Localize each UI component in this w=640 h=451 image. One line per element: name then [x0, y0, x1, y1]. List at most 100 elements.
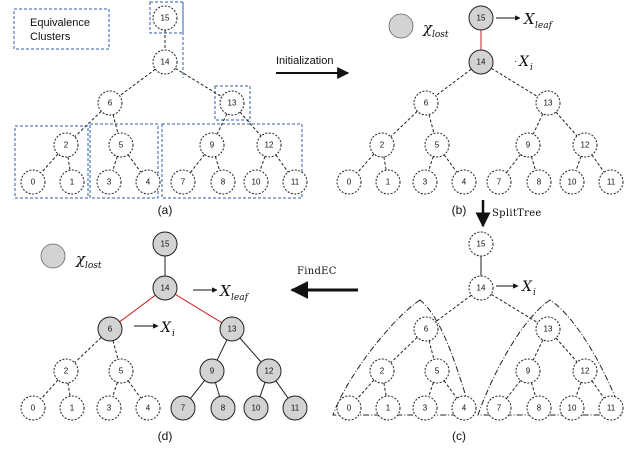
legend-lost-circle-b	[388, 13, 414, 39]
panel-c-node-label-10: 10	[568, 404, 577, 413]
panel-a-edge-14-6	[119, 68, 156, 97]
panel-d-node-8	[210, 395, 236, 421]
panel-a-node-11	[282, 169, 308, 195]
panel-d-edge-9-7	[190, 380, 205, 399]
panel-b-node-label-15: 15	[477, 14, 486, 23]
panel-c-node-label-6: 6	[424, 325, 429, 334]
panel-b-edge-13-12	[555, 111, 578, 137]
panel-c-edge-13-12	[555, 337, 578, 363]
panel-c-node-label-3: 3	[423, 404, 428, 413]
panel-c-node-13	[535, 316, 561, 342]
panel-a-node-label-5: 5	[119, 141, 124, 150]
caption-d: (d)	[158, 429, 173, 443]
panel-a-edge-12-11	[275, 154, 289, 173]
panel-d-node-12	[256, 358, 282, 384]
panel-b-node-5	[424, 132, 450, 158]
d-xi-main: X	[160, 320, 172, 336]
b-xi-dot: ·	[514, 56, 517, 67]
panel-c-node-5	[424, 358, 450, 384]
panel-d-node-label-10: 10	[252, 404, 261, 413]
panel-c-node-15	[468, 231, 494, 257]
panel-b-node-3	[412, 169, 438, 195]
panel-b-node-label-11: 11	[607, 178, 616, 187]
panel-a-edge-9-7	[190, 154, 205, 173]
panel-d-node-label-13: 13	[228, 325, 237, 334]
panel-c-node-2	[369, 358, 395, 384]
panel-d-edge-13-12	[239, 337, 262, 363]
panel-b-edge-14-13	[490, 67, 539, 98]
panel-b-node-8	[526, 169, 552, 195]
panel-d-edge-6-2	[74, 336, 102, 364]
panel-d-node-label-3: 3	[107, 404, 112, 413]
panel-b-edge-14-6	[435, 68, 472, 97]
legend-lost-sub-d: lost	[85, 261, 102, 271]
panel-c-edge-14-6	[435, 294, 472, 323]
panel-a-node-3	[96, 169, 122, 195]
panel-a-edge-6-2	[74, 110, 102, 138]
panel-c-node-8	[526, 395, 552, 421]
cluster-box-15	[149, 1, 184, 34]
panel-c-edge-5-3	[428, 382, 434, 397]
panel-d-node-4	[135, 395, 161, 421]
panel-d-node-6	[97, 316, 123, 342]
caption-c: (c)	[452, 429, 466, 443]
legend-lost-circle-d	[40, 243, 66, 269]
panel-b-node-label-2: 2	[380, 141, 385, 150]
panel-a-node-label-8: 8	[221, 178, 226, 187]
panel-a-node-label-1: 1	[70, 178, 75, 187]
panel-a-edge-12-10	[259, 156, 266, 171]
panel-c-right-triangle	[477, 299, 623, 416]
panel-c-edge-2-1	[383, 382, 387, 397]
panel-c-node-0	[336, 395, 362, 421]
panel-c-node-6	[413, 316, 439, 342]
panel-c-node-label-12: 12	[581, 367, 590, 376]
panel-d-node-label-8: 8	[221, 404, 226, 413]
panel-a-edge-5-4	[127, 154, 142, 173]
panel-d-node-label-6: 6	[108, 325, 113, 334]
panel-c-node-11	[598, 395, 624, 421]
panel-c-edge-9-7	[506, 380, 521, 399]
panel-a-node-10	[243, 169, 269, 195]
panel-d-node-3	[96, 395, 122, 421]
panel-b-edge-6-5	[428, 114, 435, 134]
panel-b-node-label-5: 5	[435, 141, 440, 150]
b-xleaf-main: X	[523, 10, 536, 28]
legend-cluster-label-line1: Equivalence	[30, 17, 90, 29]
panel-b-node-label-3: 3	[423, 178, 428, 187]
panel-c-node-label-4: 4	[462, 404, 467, 413]
panel-b-node-11	[598, 169, 624, 195]
panel-b-edge-9-8	[530, 156, 537, 171]
panel-b-node-label-1: 1	[386, 178, 391, 187]
panel-d-node-label-0: 0	[31, 404, 36, 413]
panel-d-edge-13-9	[216, 339, 228, 361]
panel-d-node-11	[282, 395, 308, 421]
panel-b-node-15	[468, 5, 494, 31]
splittree-label: SplitTree	[492, 208, 542, 219]
panel-b-edge-6-2	[390, 110, 418, 138]
b-xleaf-sub: leaf	[535, 21, 554, 31]
panel-d-node-0	[20, 395, 46, 421]
panel-c-node-label-15: 15	[477, 240, 486, 249]
initialization-label: Initialization	[276, 55, 333, 67]
panel-b-node-label-0: 0	[347, 178, 352, 187]
caption-a: (a)	[158, 203, 173, 217]
panel-b-edge-9-7	[506, 154, 521, 173]
panel-a-edge-2-1	[67, 156, 71, 171]
panel-a-node-0	[20, 169, 46, 195]
panel-d-edge-2-1	[67, 382, 71, 397]
caption-b: (b)	[452, 203, 467, 217]
panel-b-edge-13-9	[532, 113, 544, 135]
panel-c-edge-2-0	[356, 379, 375, 400]
d-xleaf-sub: leaf	[231, 293, 250, 303]
panel-d-node-7	[170, 395, 196, 421]
legend-cluster-label-line2: Clusters	[30, 31, 71, 43]
panel-d-node-10	[243, 395, 269, 421]
panel-a-node-label-3: 3	[107, 178, 112, 187]
panel-a-node-label-10: 10	[252, 178, 261, 187]
panel-b-node-label-12: 12	[581, 141, 590, 150]
panel-d-node-label-9: 9	[210, 367, 215, 376]
panel-c-edge-9-8	[530, 382, 537, 397]
panel-d-node-label-1: 1	[70, 404, 75, 413]
panel-c-edge-13-9	[532, 339, 544, 361]
